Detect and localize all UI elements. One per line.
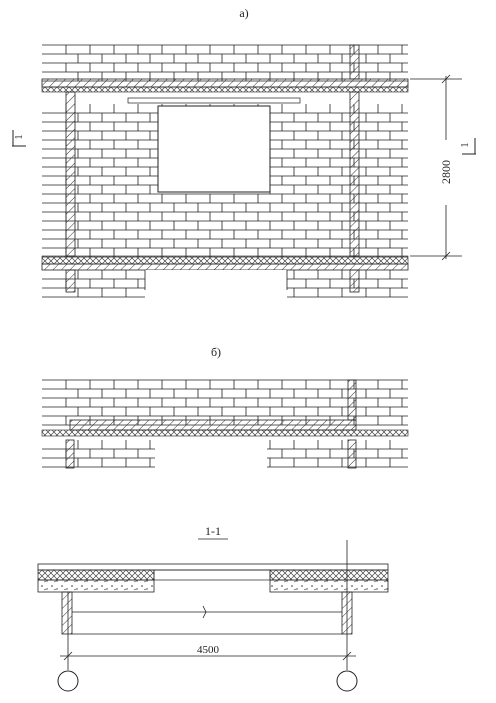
section-span-dimension <box>60 651 356 661</box>
height-dimension-text: 2800 <box>439 160 453 184</box>
section-axis-lines <box>67 540 348 670</box>
figure-a-label: a) <box>239 6 248 20</box>
section-insulation-right <box>269 569 389 581</box>
figure-a-window-opening <box>157 105 271 193</box>
section-marker-right-text: 1 <box>460 143 471 148</box>
figure-a-height-dimension <box>410 74 462 261</box>
axis-bubble-icon <box>336 670 358 692</box>
figure-a: a) <box>12 6 476 298</box>
figure-b-opening <box>155 438 267 468</box>
section-label: 1-1 <box>205 524 221 538</box>
section-wall-left <box>61 591 73 635</box>
figure-b-label: б) <box>211 345 221 359</box>
section-floor-finish <box>37 563 389 571</box>
figure-b: б) <box>41 345 409 469</box>
section-marker-left-text: 1 <box>14 135 25 140</box>
figure-a-upper-slab <box>41 78 409 104</box>
axis-bubble-icon <box>57 670 79 692</box>
figure-a-columns <box>65 44 360 293</box>
span-dimension-text: 4500 <box>197 644 220 656</box>
figure-b-slab <box>41 419 409 437</box>
figure-b-columns <box>65 379 357 469</box>
figure-a-lower-slab <box>41 255 409 271</box>
section-marker-right <box>462 138 476 155</box>
section-slab-left <box>37 579 155 593</box>
section-insulation-left <box>37 569 155 581</box>
section-1-1: 1-1 4500 <box>37 524 389 692</box>
section-marker-left <box>12 130 26 147</box>
section-slab-right <box>269 579 389 593</box>
figure-a-lower-openings <box>144 270 288 298</box>
